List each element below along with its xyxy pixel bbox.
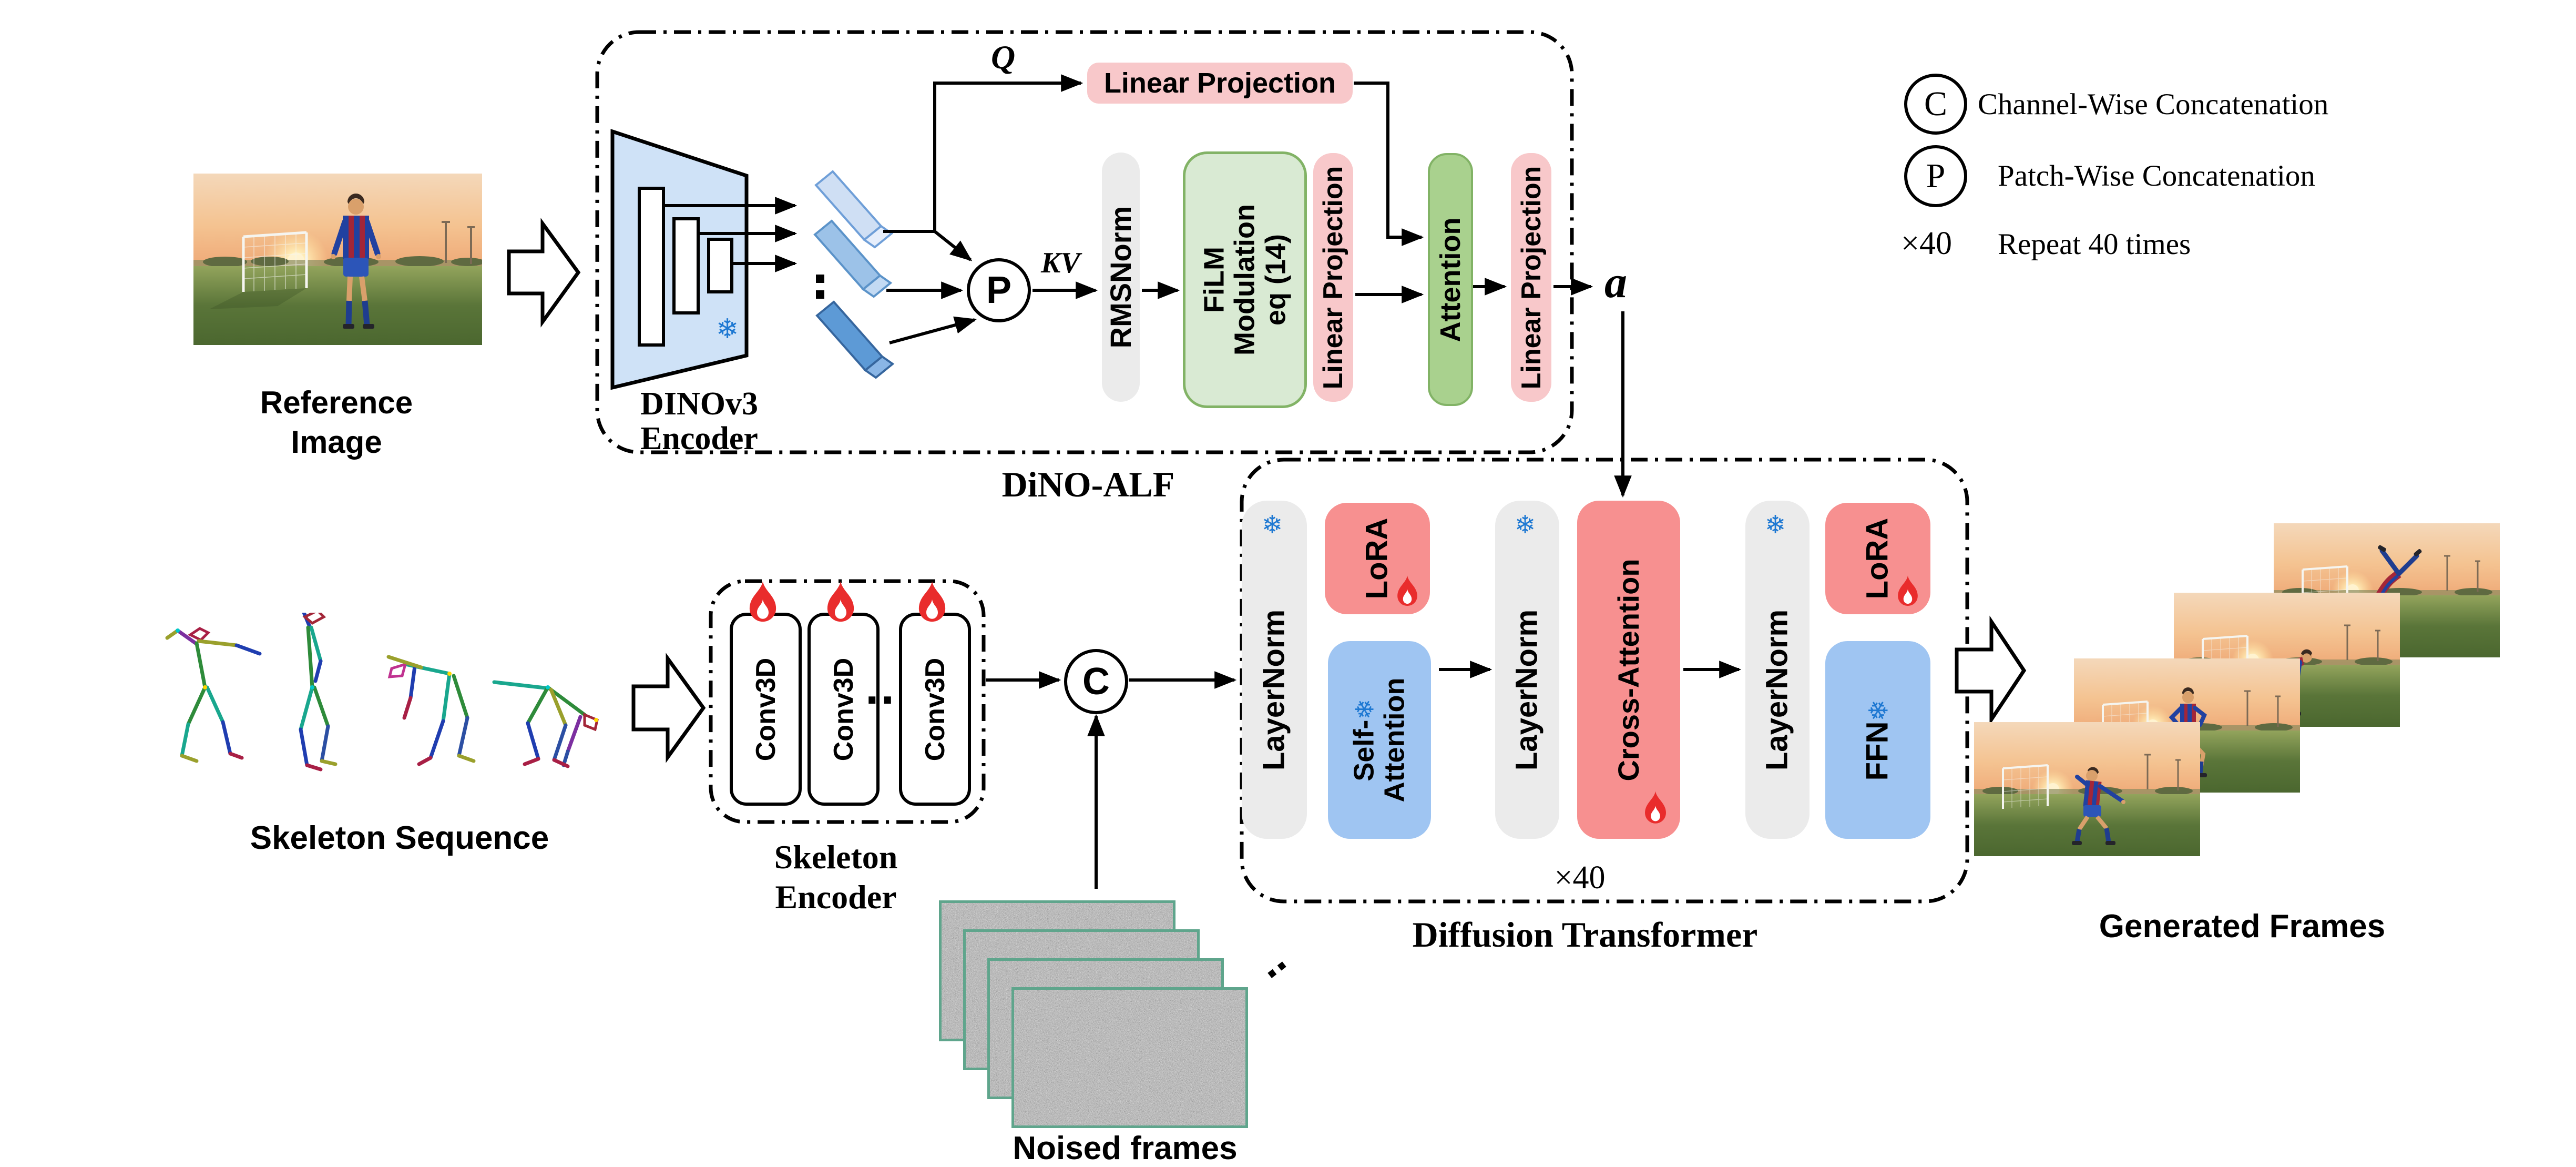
conv3d-block-3: Conv3D [899,613,971,806]
snowflake-icon: ❄ [716,313,739,345]
legend-x40-symbol: ×40 [1901,226,1952,261]
dino-alf-box [595,30,1574,454]
feature-bar-3 [707,238,733,293]
flame-icon [749,581,776,622]
player-dab [2072,767,2125,845]
skeleton-4 [492,680,599,768]
skeleton-sequence [158,613,631,791]
block-arrow-skeleton [631,653,706,763]
lora-block-2: LoRA [1825,503,1930,614]
legend-c-label: Channel-Wise Concatenation [1978,88,2329,121]
attention-block: Attention [1428,153,1473,406]
layernorm-block-3: ❄ LayerNorm [1745,501,1810,839]
ffn-block: FFN❄ [1825,641,1930,839]
snowflake-icon: ❄ [1350,698,1380,720]
light-poles [442,221,475,264]
noised-frames-caption: Noised frames [1013,1130,1238,1166]
flame-icon [1898,575,1918,606]
snowflake-icon: ❄ [1863,699,1894,722]
vertical-ellipsis [816,275,824,283]
skeleton-3 [386,655,476,766]
legend-c-circle: C [1904,74,1967,135]
vertical-ellipsis [816,290,824,299]
snowflake-icon: ❄ [1515,510,1536,540]
snowflake-icon: ❄ [1262,510,1283,540]
lora-block-1: LoRA [1325,503,1430,614]
arrow-q [883,74,1083,233]
token-3 [815,300,895,379]
conv3d-block-1: Conv3D [730,613,802,806]
reference-image [193,174,482,345]
rmsnorm-block: RMSNorm [1102,153,1140,402]
legend-p-circle: P [1904,145,1967,207]
conv-ellipsis: .. [865,661,897,714]
flame-icon [1645,791,1666,824]
skeleton-1 [165,627,262,763]
token-1 [814,170,894,249]
kv-label: KV [1041,247,1080,279]
block-arrow-reference [507,218,581,328]
channel-concat-node: C [1064,649,1128,714]
goal [242,231,308,292]
a-output-label: a [1604,257,1627,307]
flame-icon [918,581,946,622]
skeleton-sequence-caption: Skeleton Sequence [250,820,549,856]
linear-projection-top: Linear Projection [1087,63,1353,104]
dino-alf-title: DiNO-ALF [1001,464,1175,504]
feature-bar-1 [638,187,665,347]
flame-icon [827,581,854,622]
q-label: Q [991,38,1016,76]
skeleton-encoder-title: Skeleton Encoder [774,838,898,916]
skeleton-2 [299,613,338,772]
self-attention-block: Self-❄ Attention [1328,641,1431,839]
layernorm-block-1: ❄ LayerNorm [1242,501,1307,839]
arrow-token3-to-p [889,316,977,344]
player [331,194,381,329]
generated-frames-caption: Generated Frames [2099,908,2386,945]
arrow-token1-to-p [934,230,973,261]
cross-attention-block: Cross-Attention [1577,501,1680,839]
linear-projection-mid: Linear Projection [1313,153,1353,402]
diffusion-transformer-title: Diffusion Transformer [1412,915,1758,955]
layernorm-block-2: ❄ LayerNorm [1495,501,1559,839]
patch-concat-node: P [967,258,1031,322]
arrow-q-to-attention [1354,82,1424,246]
legend-p-label: Patch-Wise Concatenation [1998,159,2315,192]
dinov3-encoder-label: DINOv3 Encoder [640,386,758,456]
feature-bar-2 [672,217,700,314]
snowflake-icon: ❄ [1765,510,1786,540]
legend-x40-label: Repeat 40 times [1998,228,2191,261]
dt-repeat-label: ×40 [1554,860,1606,896]
generated-frame-1 [1974,722,2200,856]
reference-caption: Reference Image [260,385,413,460]
film-block: FiLM Modulation eq (14) [1183,151,1307,408]
block-arrow-generated [1955,615,2027,726]
linear-projection-out: Linear Projection [1511,153,1551,402]
noised-frame-4 [1011,987,1248,1128]
flame-icon [1397,575,1417,606]
token-2 [813,219,893,298]
